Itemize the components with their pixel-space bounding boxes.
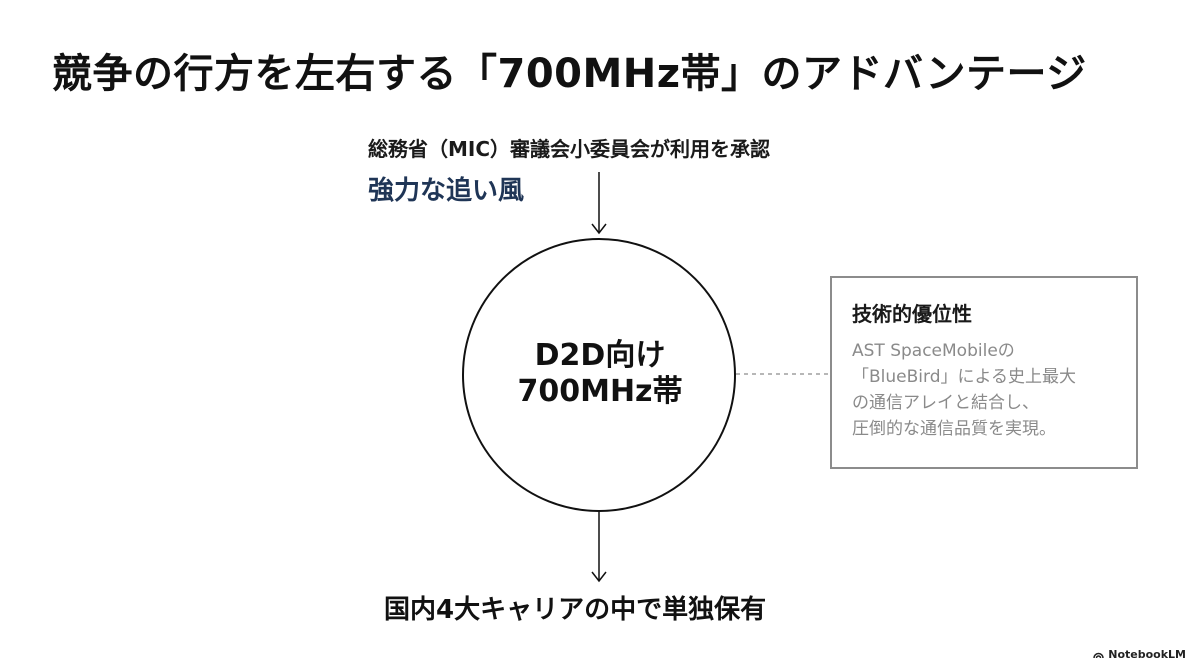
notebooklm-logo-icon: [1093, 652, 1104, 658]
center-label-line1: D2D向け: [534, 338, 666, 373]
advantage-info-box: 技術的優位性 AST SpaceMobileの 「BlueBird」による史上最…: [830, 276, 1138, 469]
center-label-line2: 700MHz帯: [517, 374, 683, 409]
center-label: D2D向け 700MHz帯: [460, 338, 740, 410]
brand-watermark: NotebookLM: [1093, 646, 1186, 662]
tailwind-highlight: 強力な追い風: [368, 176, 525, 206]
bottom-arrow-head: [591, 571, 607, 583]
approval-caption: 総務省（MIC）審議会小委員会が利用を承認: [368, 137, 771, 161]
info-box-title: 技術的優位性: [852, 302, 972, 326]
top-arrow-head: [591, 223, 607, 235]
slide-title: 競争の行方を左右する「700MHz帯」のアドバンテージ: [52, 51, 1087, 97]
info-box-line: の通信アレイと結合し、: [852, 393, 1039, 413]
info-box-body: AST SpaceMobileの 「BlueBird」による史上最大 の通信アレ…: [852, 338, 1116, 442]
center-circle: [462, 238, 736, 512]
info-box-line: AST SpaceMobileの: [852, 341, 1015, 361]
info-box-line: 「BlueBird」による史上最大: [852, 367, 1076, 387]
exclusive-caption: 国内4大キャリアの中で単独保有: [384, 595, 767, 625]
brand-label: NotebookLM: [1108, 647, 1186, 661]
info-box-line: 圧倒的な通信品質を実現。: [852, 419, 1056, 439]
